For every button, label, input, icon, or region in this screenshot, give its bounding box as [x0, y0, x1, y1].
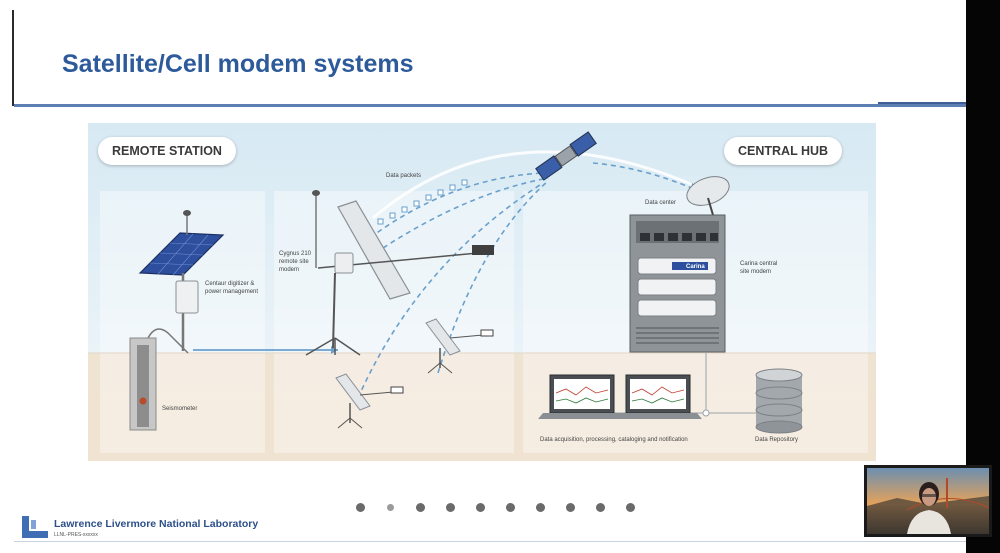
repository-label: Data Repository: [755, 437, 799, 443]
pagination-dot-marker: [595, 502, 605, 512]
pagination-dot-marker: [355, 502, 365, 512]
database-icon: [755, 368, 803, 434]
pagination-dot-marker: [475, 502, 485, 512]
pagination-dot[interactable]: [555, 500, 585, 514]
carina-rack-badge: Carina: [686, 264, 705, 270]
pagination-dot[interactable]: [405, 500, 435, 514]
hub-dish-icon: [686, 176, 730, 216]
data-packet-icons: [377, 179, 468, 225]
pagination-dot-marker: [625, 502, 635, 512]
seismometer-vault: [129, 337, 157, 431]
presenter-webcam[interactable]: [864, 465, 992, 537]
small-dish-right: [425, 318, 494, 374]
laptop-icon-1: [538, 374, 626, 419]
pagination-dot[interactable]: [495, 500, 525, 514]
remote-site-modem-dish: [305, 190, 494, 356]
title-rule-extension: [878, 102, 966, 104]
data-center-label: Data center: [645, 200, 677, 206]
footer-lab-name: Lawrence Livermore National Laboratory: [54, 518, 259, 530]
network-diagram: REMOTE STATION CENTRAL HUB Data packets …: [88, 123, 876, 461]
remote-station-badge: REMOTE STATION: [98, 137, 236, 165]
pagination-dot-marker: [505, 502, 515, 512]
uplink-arc: [372, 150, 701, 220]
pagination-dot[interactable]: [375, 500, 405, 514]
pagination-dot[interactable]: [525, 500, 555, 514]
pagination-dot-marker: [445, 502, 455, 512]
pagination-dot[interactable]: [345, 500, 375, 514]
slide-pagination: [345, 500, 645, 514]
right-black-bar: [966, 0, 1000, 553]
diagram-artwork: [88, 131, 876, 434]
pagination-dot[interactable]: [465, 500, 495, 514]
cygnus-label: Cygnus 210 remote site modem: [279, 251, 312, 273]
pagination-dot[interactable]: [585, 500, 615, 514]
webcam-feed: [867, 468, 989, 534]
small-dish-bottom: [335, 373, 404, 429]
data-center-rack: [629, 214, 726, 353]
llnl-logo-icon: [22, 516, 48, 538]
pagination-dot-marker: [415, 502, 425, 512]
centaur-label: Centaur digitizer & power management: [205, 281, 259, 295]
title-rule: [14, 104, 966, 107]
webcam-caption: [864, 539, 992, 546]
slide-title: Satellite/Cell modem systems: [62, 50, 414, 78]
digitizer-box: [175, 280, 199, 314]
footer-rule: [14, 541, 966, 542]
central-hub-badge: CENTRAL HUB: [724, 137, 843, 165]
left-margin: [0, 0, 12, 553]
footer-doc-code: LLNL-PRES-xxxxxx: [54, 532, 98, 538]
satellite-icon: [535, 131, 597, 181]
carina-label: Carina central site modem: [740, 261, 778, 275]
seismometer-label: Seismometer: [162, 406, 198, 412]
laptop-icon-2: [614, 374, 702, 419]
left-accent-line: [12, 10, 14, 106]
acquisition-label: Data acquisition, processing, cataloging…: [540, 437, 688, 443]
pagination-dot-marker: [386, 503, 394, 511]
modem-panel: [274, 191, 514, 453]
pagination-dot-marker: [565, 502, 575, 512]
pagination-dot[interactable]: [435, 500, 465, 514]
pagination-dot[interactable]: [615, 500, 645, 514]
data-packets-label: Data packets: [386, 173, 422, 179]
pagination-dot-marker: [535, 502, 545, 512]
